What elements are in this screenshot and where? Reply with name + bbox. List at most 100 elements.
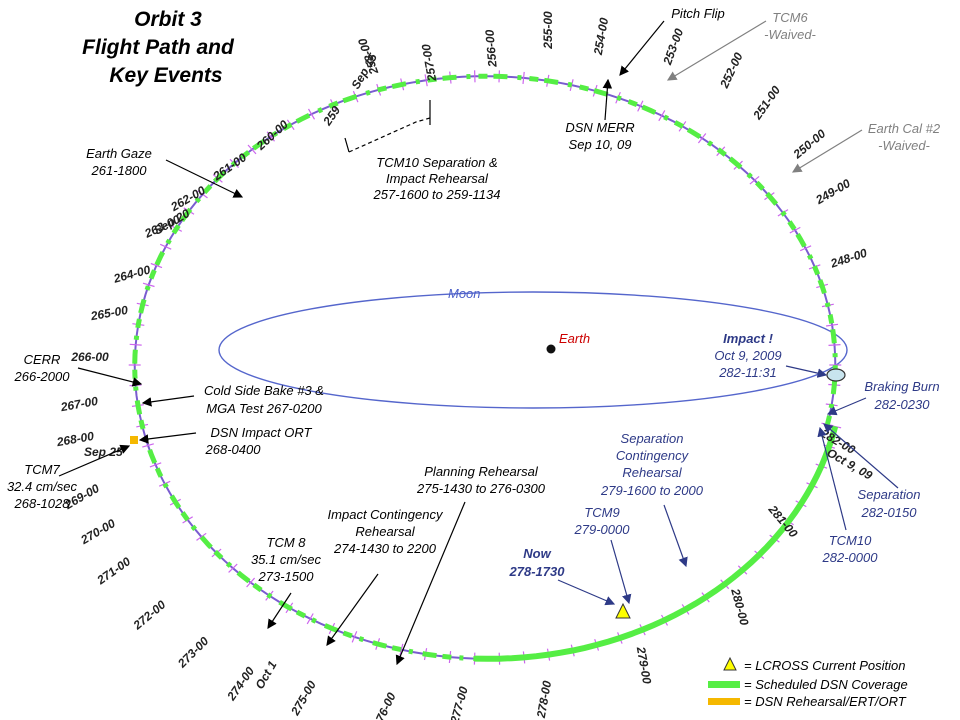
sep-contingency-label-3: Rehearsal xyxy=(622,465,682,480)
impact-arrow xyxy=(785,365,828,378)
tcm10-sep-label-3: 257-1600 to 259-1134 xyxy=(373,187,501,202)
orbit-tick xyxy=(828,344,841,346)
sep-contingency-label-2: Contingency xyxy=(616,448,690,463)
legend-dsn-swatch xyxy=(708,681,740,688)
tcm9-label-1: TCM9 xyxy=(584,505,619,520)
orbit-tick xyxy=(522,71,525,84)
tcm10-sep-label-1: TCM10 Separation & xyxy=(376,155,497,170)
planning-rehearsal-arrow xyxy=(395,501,466,666)
day-label-261-00: 261-00 xyxy=(210,150,250,184)
orbit-tick xyxy=(142,443,154,448)
day-label-279-00: 279-00 xyxy=(634,645,655,686)
date-label-sep25: Sep 25 xyxy=(84,445,123,459)
impact-label-1: Impact ! xyxy=(723,331,774,346)
title-block: Orbit 3 Flight Path and Key Events xyxy=(82,8,235,87)
tcm10-arrow xyxy=(817,426,847,531)
sep-contingency-label-4: 279-1600 to 2000 xyxy=(600,483,704,498)
day-label-259: 259 xyxy=(320,103,344,129)
day-label-260-00: 260-00 xyxy=(253,117,291,153)
day-label-253-00: 253-00 xyxy=(660,26,686,67)
orbit-tick xyxy=(399,643,404,656)
now-label-1: Now xyxy=(523,546,551,561)
legend-rehearsal-swatch xyxy=(708,698,740,705)
day-label-248-00: 248-00 xyxy=(828,246,869,271)
dsn-merr-label-1: DSN MERR xyxy=(565,120,634,135)
tcm8-label-2: 35.1 cm/sec xyxy=(251,552,322,567)
lcross-current-position-marker xyxy=(615,602,631,619)
day-label-265-00: 265-00 xyxy=(89,303,130,324)
tcm10-label-1: TCM10 xyxy=(829,533,872,548)
day-label-277-00: 277-00 xyxy=(447,685,471,720)
day-label-270-00: 270-00 xyxy=(77,516,118,547)
legend-dsn-rehearsal: = DSN Rehearsal/ERT/ORT xyxy=(744,694,907,709)
day-label-275-00: 275-00 xyxy=(288,678,319,719)
tcm10-bracket-start xyxy=(344,137,350,153)
day-label-280-00: 280-00 xyxy=(728,586,752,627)
tcm10-bracket xyxy=(348,117,431,153)
dsn-coverage-segments xyxy=(132,73,839,662)
cerr-label-1: CERR xyxy=(24,352,61,367)
orbit-tick xyxy=(826,323,839,327)
moon-orbit-ellipse xyxy=(218,291,848,409)
day-label-252-00: 252-00 xyxy=(717,50,746,91)
legend-scheduled-dsn: = Scheduled DSN Coverage xyxy=(744,677,908,692)
day-label-249-00: 249-00 xyxy=(812,176,853,207)
earth-cal-label-2: -Waived- xyxy=(878,138,930,153)
tcm6-arrow xyxy=(666,20,767,81)
legend-current-position: = LCROSS Current Position xyxy=(744,658,905,673)
orbit-tick xyxy=(749,175,760,185)
earth-gaze-arrow xyxy=(165,159,244,198)
separation-arrow xyxy=(823,423,899,489)
day-label-264-00: 264-00 xyxy=(111,262,152,286)
planning-rehearsal-label-1: Planning Rehearsal xyxy=(424,464,539,479)
orbit-tick xyxy=(142,282,155,288)
orbit-tick xyxy=(637,100,644,112)
tcm7-label-3: 268-1028 xyxy=(14,496,71,511)
cerr-label-2: 266-2000 xyxy=(14,369,71,384)
orbit-tick xyxy=(697,133,707,144)
dsn-merr-arrow xyxy=(602,78,613,121)
date-label-sep20: Sep 20 xyxy=(152,206,193,238)
event-labels: Pitch Flip TCM6 -Waived- Earth Cal #2 -W… xyxy=(7,6,941,584)
sep-contingency-arrow xyxy=(663,504,688,568)
pitch-flip-arrow xyxy=(619,20,665,76)
dsn-coverage-final-arc xyxy=(474,425,839,662)
tcm9-arrow xyxy=(610,539,632,605)
impact-marker xyxy=(826,368,846,382)
orbit-tick xyxy=(351,631,358,643)
orbit-tick xyxy=(266,131,275,142)
day-label-257-00: 257-00 xyxy=(419,43,440,84)
impact-contingency-label-2: Rehearsal xyxy=(355,524,415,539)
day-label-256-00: 256-00 xyxy=(482,29,499,69)
impact-label-3: 282-11:31 xyxy=(718,365,777,380)
impact-contingency-label-3: 274-1430 to 2200 xyxy=(333,541,437,556)
orbit-tick xyxy=(159,243,172,250)
separation-label-2: 282-0150 xyxy=(861,505,918,520)
day-label-272-00: 272-00 xyxy=(130,597,169,633)
day-label-267-00: 267-00 xyxy=(59,394,100,415)
orbit-tick xyxy=(196,532,207,541)
title-line-3: Key Events xyxy=(109,64,222,87)
separation-label-1: Separation xyxy=(858,487,921,502)
tcm10-sep-label-2: Impact Rehearsal xyxy=(386,171,489,186)
tcm8-arrow xyxy=(267,592,292,630)
now-label-2: 278-1730 xyxy=(509,564,566,579)
dsn-merr-label-2: Sep 10, 09 xyxy=(569,137,632,152)
cold-side-arrow xyxy=(141,395,195,407)
day-label-273-00: 273-00 xyxy=(174,634,211,671)
orbit-tick xyxy=(228,563,238,573)
earth-marker xyxy=(546,344,556,354)
dsn-impact-ort-label-1: DSN Impact ORT xyxy=(211,425,313,440)
orbit-tick xyxy=(150,262,163,269)
tcm10-label-2: 282-0000 xyxy=(822,550,879,565)
day-label-278-00: 278-00 xyxy=(534,679,555,720)
tcm7-arrow xyxy=(58,444,131,477)
day-label-271-00: 271-00 xyxy=(94,554,134,588)
earth-label: Earth xyxy=(559,331,590,346)
orbit-tick xyxy=(424,74,428,87)
tcm8-label-3: 273-1500 xyxy=(258,569,315,584)
dsn-rehearsal-marker xyxy=(130,436,138,444)
braking-burn-label-1: Braking Burn xyxy=(864,379,939,394)
